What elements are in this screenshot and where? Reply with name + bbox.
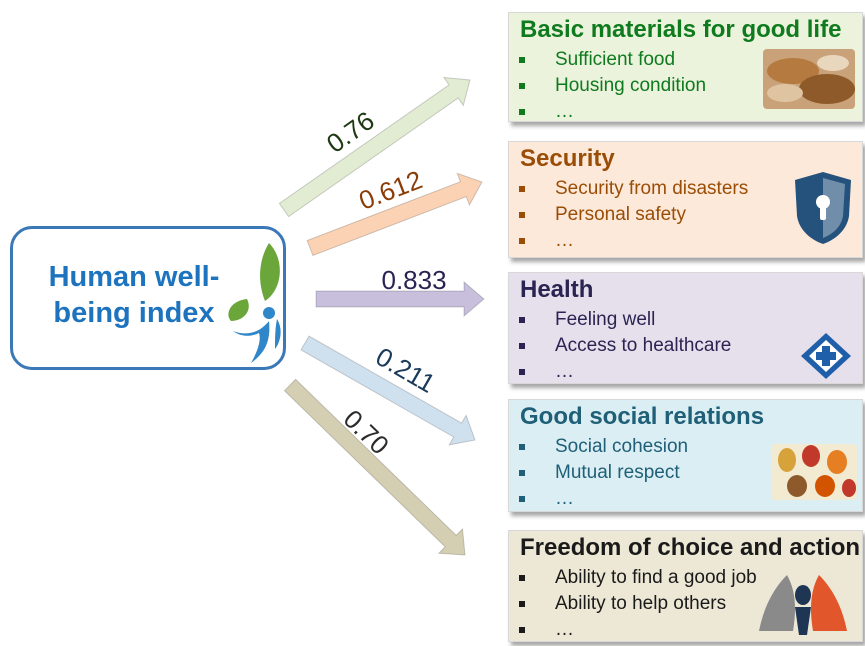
dimension-item: Personal safety bbox=[519, 202, 748, 228]
square-bullet-icon bbox=[519, 627, 525, 633]
dimension-item-text: … bbox=[555, 488, 574, 509]
square-bullet-icon bbox=[519, 369, 525, 375]
square-bullet-icon bbox=[519, 601, 525, 607]
square-bullet-icon bbox=[519, 575, 525, 581]
hands-icon bbox=[771, 444, 857, 505]
dimension-item-text: Ability to find a good job bbox=[555, 567, 757, 588]
square-bullet-icon bbox=[519, 186, 525, 192]
dimension-item: Security from disasters bbox=[519, 176, 748, 202]
dimension-title: Freedom of choice and action bbox=[520, 534, 861, 561]
dimension-title: Good social relations bbox=[520, 403, 765, 430]
square-bullet-icon bbox=[519, 317, 525, 323]
square-bullet-icon bbox=[519, 470, 525, 476]
shield-lock-icon bbox=[791, 170, 855, 251]
weight-arrow bbox=[300, 335, 476, 446]
weight-arrow bbox=[315, 280, 485, 318]
dimension-item-text: Security from disasters bbox=[555, 178, 749, 199]
dimension-item: … bbox=[519, 99, 706, 125]
medical-cross-icon bbox=[797, 331, 855, 386]
dimension-item: Ability to help others bbox=[519, 591, 757, 617]
weight-label: 0.833 bbox=[381, 265, 447, 295]
weight-arrow bbox=[306, 172, 483, 257]
dimension-item-text: … bbox=[555, 619, 574, 640]
square-bullet-icon bbox=[519, 109, 525, 115]
square-bullet-icon bbox=[519, 343, 525, 349]
dimension-item-text: Access to healthcare bbox=[555, 335, 732, 356]
dimension-item-text: … bbox=[555, 101, 574, 122]
dimension-title: Health bbox=[520, 276, 594, 303]
dimension-item: Social cohesion bbox=[519, 434, 688, 460]
square-bullet-icon bbox=[519, 238, 525, 244]
dimension-item: … bbox=[519, 486, 688, 512]
dimension-item-text: Social cohesion bbox=[555, 436, 689, 457]
square-bullet-icon bbox=[519, 444, 525, 450]
dimension-item: Sufficient food bbox=[519, 47, 706, 73]
square-bullet-icon bbox=[519, 496, 525, 502]
dimension-item: … bbox=[519, 359, 731, 385]
square-bullet-icon bbox=[519, 83, 525, 89]
food-photo-icon bbox=[763, 49, 855, 114]
dimension-item: Housing condition bbox=[519, 73, 706, 99]
dimension-item-text: Personal safety bbox=[555, 204, 686, 225]
dimension-item: … bbox=[519, 228, 748, 254]
dimension-item: Access to healthcare bbox=[519, 333, 731, 359]
weight-arrow bbox=[278, 76, 471, 218]
dimension-item-text: Sufficient food bbox=[555, 49, 676, 70]
dimension-item-text: Mutual respect bbox=[555, 462, 680, 483]
central-node: Human well-being index bbox=[10, 226, 286, 370]
weight-arrow bbox=[283, 378, 466, 556]
dimension-item-text: … bbox=[555, 361, 574, 382]
dimension-item: Mutual respect bbox=[519, 460, 688, 486]
person-leaf-logo-icon bbox=[228, 243, 281, 363]
dimension-item: … bbox=[519, 617, 757, 643]
dimension-item-text: … bbox=[555, 230, 574, 251]
square-bullet-icon bbox=[519, 212, 525, 218]
central-title: Human well-being index bbox=[48, 261, 220, 329]
dimension-title: Security bbox=[520, 145, 615, 172]
helping-hands-icon bbox=[753, 561, 853, 646]
dimension-item-text: Housing condition bbox=[555, 75, 707, 96]
dimension-item-text: Ability to help others bbox=[555, 593, 727, 614]
dimension-item-text: Feeling well bbox=[555, 309, 656, 330]
dimension-item: Ability to find a good job bbox=[519, 565, 757, 591]
dimension-item: Feeling well bbox=[519, 307, 731, 333]
square-bullet-icon bbox=[519, 57, 525, 63]
dimension-title: Basic materials for good life bbox=[520, 16, 842, 43]
